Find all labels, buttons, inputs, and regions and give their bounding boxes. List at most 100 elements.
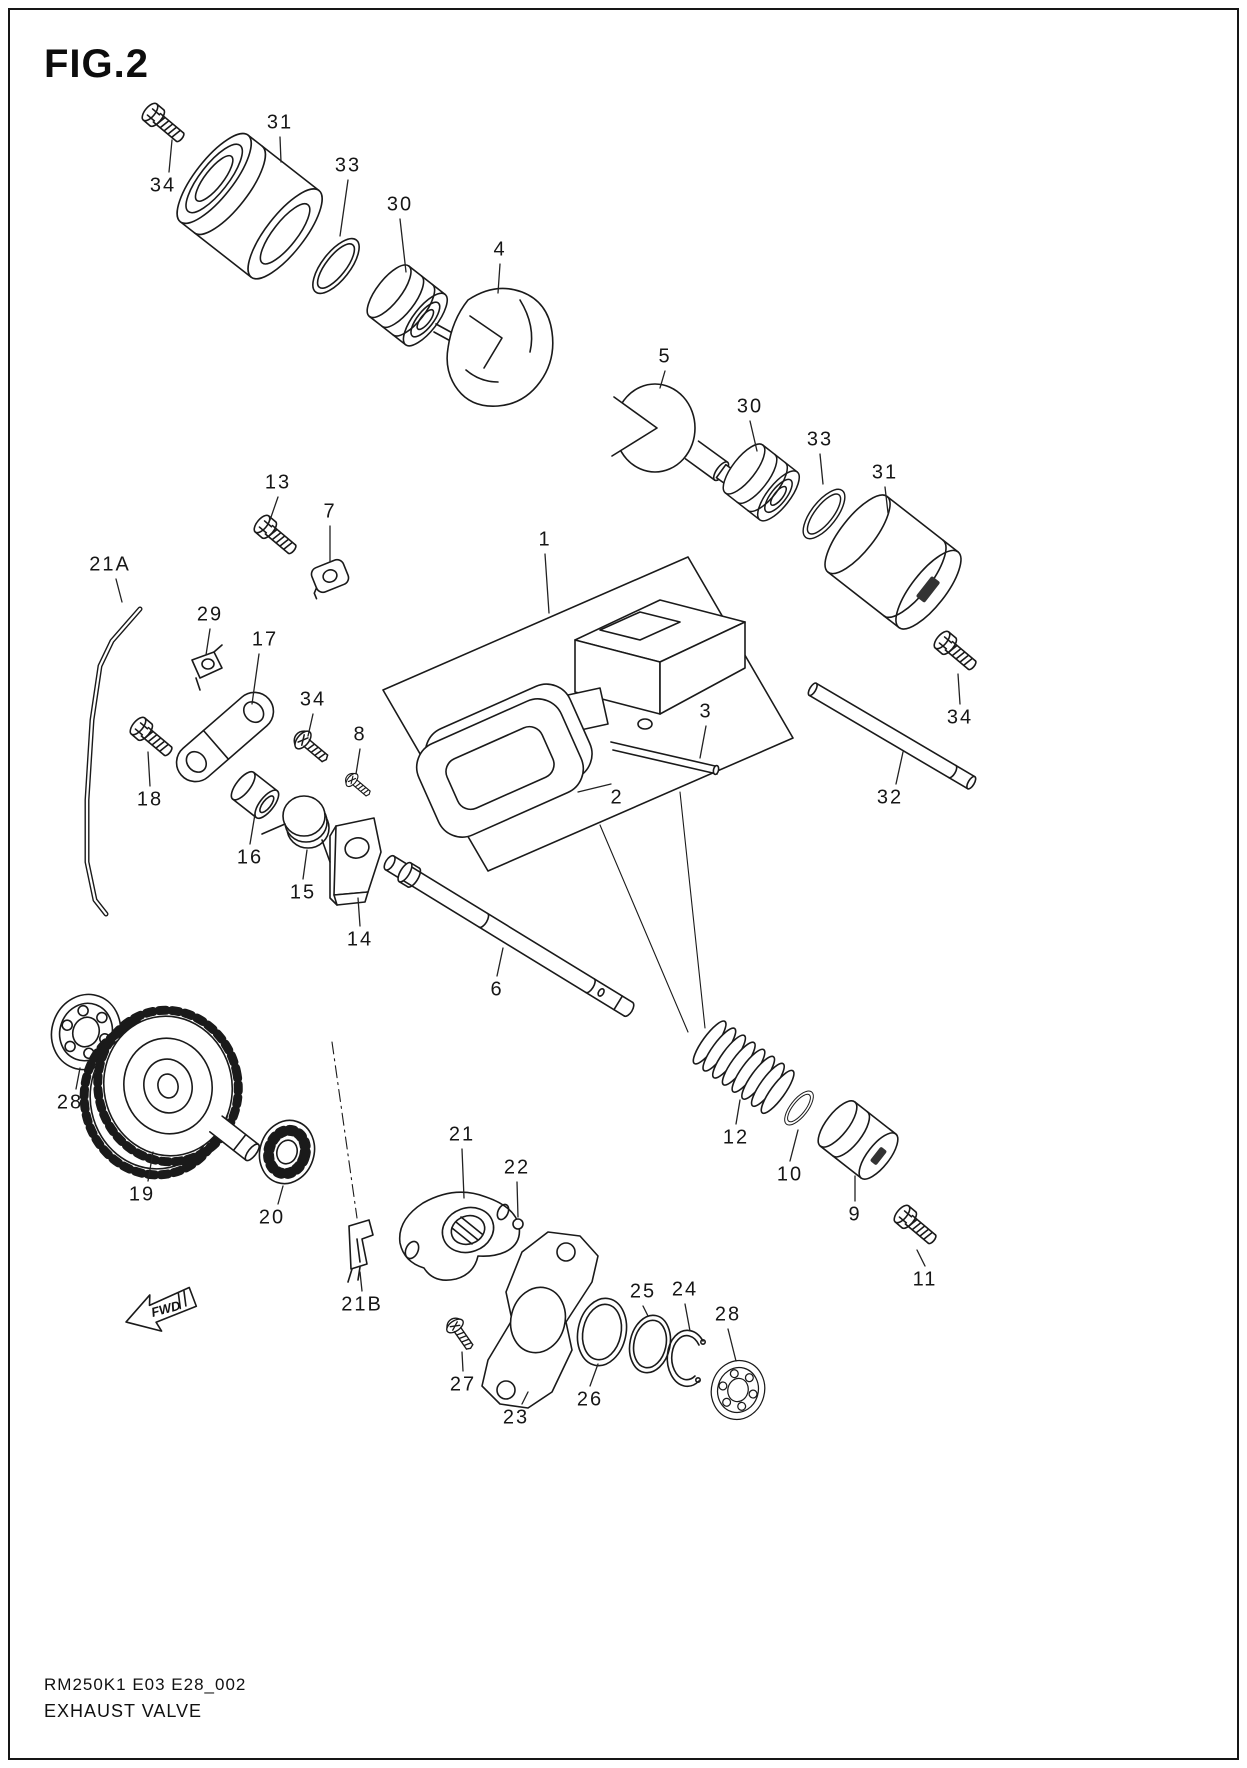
part-label-15: 15 bbox=[289, 881, 317, 904]
part-label-21b: 21B bbox=[341, 1293, 383, 1316]
leader-line-21 bbox=[461, 1148, 465, 1199]
part-label-3: 3 bbox=[699, 700, 713, 723]
part-27-bolt bbox=[442, 1313, 479, 1355]
leader-line-22 bbox=[516, 1181, 519, 1218]
leader-line-19 bbox=[147, 1151, 154, 1182]
leader-line-32 bbox=[895, 751, 904, 785]
part-2-gasket bbox=[415, 683, 593, 838]
leader-line-16 bbox=[249, 813, 256, 845]
part-label-21a: 21A bbox=[89, 553, 131, 576]
construction-lines bbox=[331, 791, 706, 1219]
part-label-9: 9 bbox=[848, 1203, 862, 1226]
part-label-26: 26 bbox=[576, 1388, 604, 1411]
leader-line-31 bbox=[884, 486, 889, 514]
part-20-spoked-washer bbox=[258, 1119, 316, 1185]
leader-line-28 bbox=[727, 1328, 737, 1362]
leader-line-33 bbox=[819, 453, 824, 485]
part-label-28: 28 bbox=[714, 1303, 742, 1326]
part-label-13: 13 bbox=[264, 471, 292, 494]
part-label-18: 18 bbox=[136, 788, 164, 811]
leader-line-4 bbox=[497, 263, 501, 294]
leader-line-17 bbox=[251, 653, 260, 705]
part-15-spring bbox=[261, 795, 331, 863]
figure-name: EXHAUST VALVE bbox=[44, 1701, 203, 1722]
part-label-11: 11 bbox=[912, 1268, 938, 1291]
leader-line-21b bbox=[359, 1271, 363, 1292]
leader-lines bbox=[75, 136, 961, 1405]
part-7-plate bbox=[310, 558, 350, 600]
part-30-bearing-topleft bbox=[359, 257, 456, 353]
part-23-gasket bbox=[481, 1231, 599, 1409]
part-label-27: 27 bbox=[449, 1373, 477, 1396]
part-30-bearing-right bbox=[715, 437, 807, 528]
part-5-fork-shaft bbox=[610, 383, 738, 487]
leader-line-34 bbox=[307, 713, 314, 737]
part-label-19: 19 bbox=[128, 1183, 156, 1206]
part-17-lever bbox=[175, 691, 275, 783]
part-31-cap-right bbox=[824, 494, 962, 630]
part-34-bolt-topleft bbox=[138, 99, 190, 148]
leader-line-14 bbox=[357, 897, 361, 927]
part-label-34: 34 bbox=[149, 174, 177, 197]
part-label-4: 4 bbox=[493, 238, 507, 261]
leader-line-21a bbox=[115, 578, 123, 603]
leader-line-30 bbox=[749, 420, 758, 452]
part-label-10: 10 bbox=[776, 1163, 804, 1186]
part-label-23: 23 bbox=[502, 1406, 530, 1429]
part-12-spring bbox=[692, 1020, 795, 1115]
part-4-valve bbox=[433, 287, 554, 407]
part-25-ring bbox=[628, 1314, 672, 1374]
part-28-bearing-right bbox=[704, 1353, 772, 1427]
part-3-pin bbox=[610, 741, 720, 776]
part-label-22: 22 bbox=[503, 1156, 531, 1179]
part-label-1: 1 bbox=[538, 528, 552, 551]
figure-footer: RM250K1 E03 E28_002 EXHAUST VALVE bbox=[44, 1672, 246, 1726]
part-label-24: 24 bbox=[671, 1278, 699, 1301]
part-label-31: 31 bbox=[266, 111, 294, 134]
part-label-31: 31 bbox=[871, 461, 899, 484]
leader-line-12 bbox=[735, 1099, 741, 1125]
part-label-25: 25 bbox=[629, 1280, 657, 1303]
leader-line-34 bbox=[957, 673, 961, 705]
part-19-governor-gear bbox=[79, 1005, 260, 1180]
leader-line-27 bbox=[461, 1351, 464, 1372]
part-34-bolt-right bbox=[930, 627, 982, 676]
part-label-2: 2 bbox=[610, 786, 624, 809]
leader-line-13 bbox=[269, 496, 279, 521]
leader-line-25 bbox=[642, 1305, 649, 1317]
leader-line-30 bbox=[399, 218, 407, 273]
leader-line-24 bbox=[684, 1303, 691, 1332]
part-label-21: 21 bbox=[448, 1123, 476, 1146]
leader-line-23 bbox=[521, 1391, 529, 1405]
leader-line-18 bbox=[147, 751, 151, 787]
leader-line-1 bbox=[544, 553, 550, 614]
part-16-bushing bbox=[230, 770, 280, 820]
leader-line-3 bbox=[699, 725, 707, 759]
part-label-7: 7 bbox=[323, 500, 337, 523]
part-label-30: 30 bbox=[736, 395, 764, 418]
part-label-34: 34 bbox=[946, 706, 974, 729]
part-label-30: 30 bbox=[386, 193, 414, 216]
leader-line-8 bbox=[355, 748, 361, 775]
part-8-screw bbox=[341, 769, 375, 801]
leader-line-2 bbox=[577, 783, 612, 793]
leader-line-29 bbox=[205, 628, 211, 656]
part-label-6: 6 bbox=[490, 978, 504, 1001]
part-31-cap-topleft bbox=[176, 132, 323, 280]
part-14-bracket bbox=[329, 817, 382, 906]
part-13-bolt bbox=[250, 511, 302, 560]
part-label-34: 34 bbox=[299, 688, 327, 711]
part-label-32: 32 bbox=[876, 786, 904, 809]
part-label-29: 29 bbox=[196, 603, 224, 626]
leader-line-10 bbox=[789, 1129, 799, 1162]
leader-line-33 bbox=[339, 179, 349, 237]
leader-line-20 bbox=[277, 1185, 284, 1205]
part-label-16: 16 bbox=[236, 846, 264, 869]
part-label-33: 33 bbox=[806, 428, 834, 451]
part-label-8: 8 bbox=[353, 723, 367, 746]
fwd-arrow: FWD bbox=[125, 1286, 198, 1332]
part-18-bolt bbox=[126, 713, 178, 762]
part-21-flange bbox=[398, 1191, 521, 1281]
